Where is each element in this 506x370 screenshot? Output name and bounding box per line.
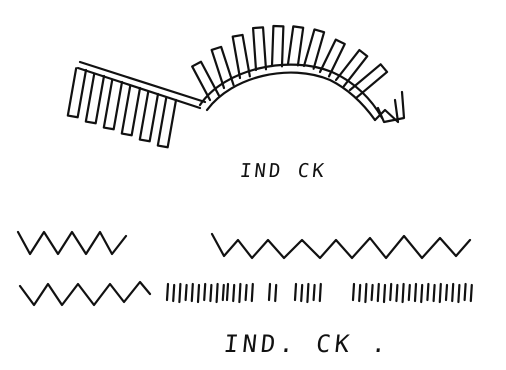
arch-right-foot xyxy=(375,92,404,122)
tick-mark xyxy=(233,285,234,301)
tick-mark xyxy=(396,285,397,301)
arch-loop xyxy=(304,29,324,68)
arch-loop xyxy=(104,80,122,129)
arch-loop xyxy=(192,62,219,100)
tick-mark xyxy=(173,285,174,301)
tick-mark xyxy=(390,284,391,300)
tick-mark xyxy=(239,284,240,302)
arch-loop xyxy=(122,86,140,135)
arch-left-band-top xyxy=(80,62,205,102)
tick-mark xyxy=(421,285,422,302)
tick-mark xyxy=(192,284,193,301)
arch-loops xyxy=(68,26,387,147)
tick-mark xyxy=(365,284,366,302)
tick-mark xyxy=(186,285,187,300)
tick-mark xyxy=(179,284,180,302)
arch-loop xyxy=(253,27,266,70)
tick-mark xyxy=(295,284,296,300)
tick-mark xyxy=(359,285,360,301)
tick-mark xyxy=(378,284,379,301)
tick-mark xyxy=(353,284,354,300)
tick-mark xyxy=(471,285,472,301)
tick-mark xyxy=(269,284,270,300)
tick-mark xyxy=(252,284,253,301)
tick-mark xyxy=(458,285,459,302)
tick-mark xyxy=(210,285,211,301)
tick-mark xyxy=(465,284,466,300)
tick-mark xyxy=(217,284,218,302)
tick-mark xyxy=(446,285,447,300)
arch-loop xyxy=(212,47,234,88)
arch-loop xyxy=(288,26,303,65)
top-caption: IND CK xyxy=(239,160,328,182)
bottom-caption: IND. CK . xyxy=(223,330,392,358)
arch-sketch xyxy=(68,26,404,147)
tick-mark xyxy=(314,285,315,300)
tick-mark xyxy=(223,285,224,300)
tick-mark xyxy=(320,284,321,301)
tick-mark xyxy=(427,284,428,300)
tick-mark xyxy=(372,285,373,300)
tick-mark xyxy=(384,285,385,302)
arch-loop xyxy=(350,64,387,97)
arch-loop xyxy=(140,92,158,141)
tick-mark xyxy=(246,285,247,300)
arch-loop xyxy=(272,26,283,66)
zigzag-lower-left xyxy=(20,282,150,305)
zigzag-upper-left xyxy=(18,232,126,254)
arch-loop xyxy=(320,40,345,77)
tick-mark xyxy=(204,284,205,300)
zigzag-right xyxy=(212,234,470,258)
tick-mark xyxy=(452,284,453,301)
arch-loop xyxy=(158,98,176,147)
tick-mark xyxy=(440,284,441,302)
tick-mark xyxy=(434,285,435,301)
arch-loop xyxy=(86,74,104,123)
tick-mark xyxy=(275,285,276,301)
tick-mark xyxy=(301,285,302,301)
tick-mark xyxy=(198,285,199,302)
arch-loop xyxy=(68,68,86,117)
tick-mark xyxy=(167,284,168,300)
tick-mark xyxy=(415,284,416,301)
tick-mark xyxy=(403,284,404,302)
tick-marks-row xyxy=(167,284,472,302)
tick-mark xyxy=(409,285,410,300)
tick-mark xyxy=(227,284,228,300)
tick-mark xyxy=(307,284,308,302)
